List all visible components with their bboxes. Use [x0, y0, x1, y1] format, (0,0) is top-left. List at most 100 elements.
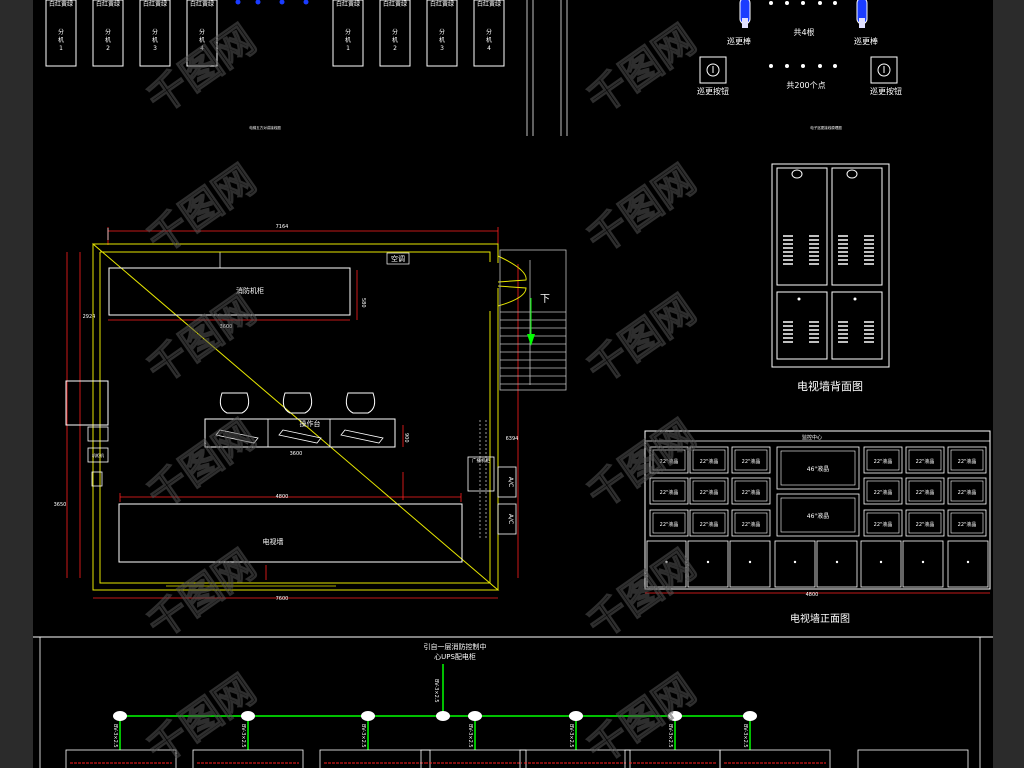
small-screen	[649, 509, 689, 537]
cabinet-door	[947, 540, 989, 588]
side-box	[65, 380, 109, 426]
fire-cabinet-label: 消防机柜	[236, 286, 264, 295]
broadcast-label: 广播机柜	[472, 457, 490, 464]
junction-node	[113, 711, 127, 721]
chair-icons	[219, 392, 376, 414]
side-unit	[87, 426, 109, 442]
cabinet-door	[860, 540, 902, 588]
dim-small-a: 580	[360, 298, 366, 308]
large-screen-label: 46"液晶	[807, 512, 829, 520]
extension-box-header: 白红黄绿	[49, 0, 73, 8]
extension-box-label: 2	[106, 45, 110, 52]
dim-left-upper: 2924	[83, 314, 96, 320]
tv-front-title: 电视墙正面图	[790, 612, 850, 625]
extension-box-header: 白红黄绿	[383, 0, 407, 8]
broadcast-cabinet	[467, 456, 495, 492]
small-screen	[689, 509, 729, 537]
small-screen-label: 22"液晶	[742, 521, 761, 528]
keyboard-icons	[215, 429, 384, 444]
dim-width-bottom: 7600	[276, 596, 289, 602]
distribution-box	[719, 749, 831, 768]
intercom-caption: 电梯五方对讲接线图	[249, 125, 281, 130]
extension-box	[45, 0, 77, 67]
ac-label: A/C	[507, 514, 514, 524]
small-screen-label: 22"液晶	[742, 458, 761, 465]
ac-unit	[497, 466, 517, 498]
junction-node	[668, 711, 682, 721]
small-screen-label: 22"液晶	[660, 458, 679, 465]
extension-box	[426, 0, 458, 67]
cabinet-door	[816, 540, 858, 588]
extension-box-label: 1	[346, 45, 350, 52]
control-room-floor-plan: 7164 7600 2924 3650 6394 3600 3600 4800 …	[54, 224, 567, 602]
cable-label: BV-3×2.5	[667, 724, 673, 748]
extension-box-header: 白红黄绿	[190, 0, 214, 8]
junction-node	[569, 711, 583, 721]
small-screen-label: 22"液晶	[700, 521, 719, 528]
extension-box-label: 分	[58, 28, 64, 36]
patrol-button-icon	[699, 56, 727, 84]
small-screen	[649, 477, 689, 505]
operator-console	[204, 418, 396, 448]
small-screen-label: 22"液晶	[916, 521, 935, 528]
patrol-button-label: 巡更按钮	[697, 86, 729, 96]
extension-box-label: 分	[105, 28, 111, 36]
cable-label: BV-3×2.5	[240, 724, 246, 748]
extension-box	[473, 0, 505, 67]
junction-node	[468, 711, 482, 721]
patrol-button-icon	[870, 56, 898, 84]
cable-label: BV-3×2.5	[742, 724, 748, 748]
small-screen	[731, 446, 771, 474]
patrol-stick-icon	[739, 0, 751, 28]
patrol-caption: 电子巡更接线原理图	[810, 125, 842, 130]
small-screen	[947, 477, 987, 505]
extension-box	[379, 0, 411, 67]
small-screen-label: 22"液晶	[916, 458, 935, 465]
extension-box-label: 机	[152, 36, 158, 44]
extension-box-label: 机	[345, 36, 351, 44]
power-source-line1: 引自一层消防控制中	[424, 642, 487, 651]
cabinet-door	[687, 540, 729, 588]
small-screen-label: 22"液晶	[660, 489, 679, 496]
cabinet-door	[729, 540, 771, 588]
tv-wall-front-view: 监控中心 22"液晶 22"液晶 22"液晶 22"液晶 22"液晶 22"液晶 22"液晶…	[644, 430, 991, 598]
extension-box-label: 分	[345, 28, 351, 36]
blue-indicators	[235, 0, 309, 5]
extension-box	[332, 0, 364, 67]
dim-small-b: 900	[403, 433, 409, 443]
tv-wall-back-view	[771, 163, 890, 368]
cabinet-door	[902, 540, 944, 588]
video-wall-label: 电视墙	[263, 537, 284, 546]
extension-box-header: 白红黄绿	[96, 0, 120, 8]
aircon-label: 空调	[391, 254, 405, 263]
tv-front-header: 监控中心	[802, 434, 822, 441]
small-screen-label: 22"液晶	[700, 489, 719, 496]
extension-box-label: 3	[440, 45, 444, 52]
patrol-stick-count: 共4根	[793, 27, 814, 37]
extension-box-label: 分	[439, 28, 445, 36]
fire-cabinet	[108, 267, 351, 316]
cable-label: BV-3×2.5	[433, 679, 439, 703]
distribution-box	[519, 749, 631, 768]
extension-box-label: 机	[392, 36, 398, 44]
distribution-box	[420, 749, 527, 768]
side-unit	[91, 471, 103, 487]
extension-box-label: 2	[393, 45, 397, 52]
aircon-box	[386, 252, 410, 265]
small-screen	[905, 509, 945, 537]
small-screen-label: 22"液晶	[958, 458, 977, 465]
side-unit	[87, 447, 109, 463]
dim-console: 3600	[290, 451, 303, 457]
extension-box-label: 分	[486, 28, 492, 36]
small-screen-label: 22"液晶	[958, 489, 977, 496]
small-screen	[863, 446, 903, 474]
extension-box-label: 分	[152, 28, 158, 36]
small-screen	[905, 446, 945, 474]
extension-box-label: 3	[153, 45, 157, 52]
patrol-section: 巡更棒 巡更棒 共4根 巡更按钮 巡更按钮 共200个点 电子巡更接线原理图	[697, 0, 902, 130]
small-screen	[689, 477, 729, 505]
cable-label: BV-3×2.5	[360, 724, 366, 748]
